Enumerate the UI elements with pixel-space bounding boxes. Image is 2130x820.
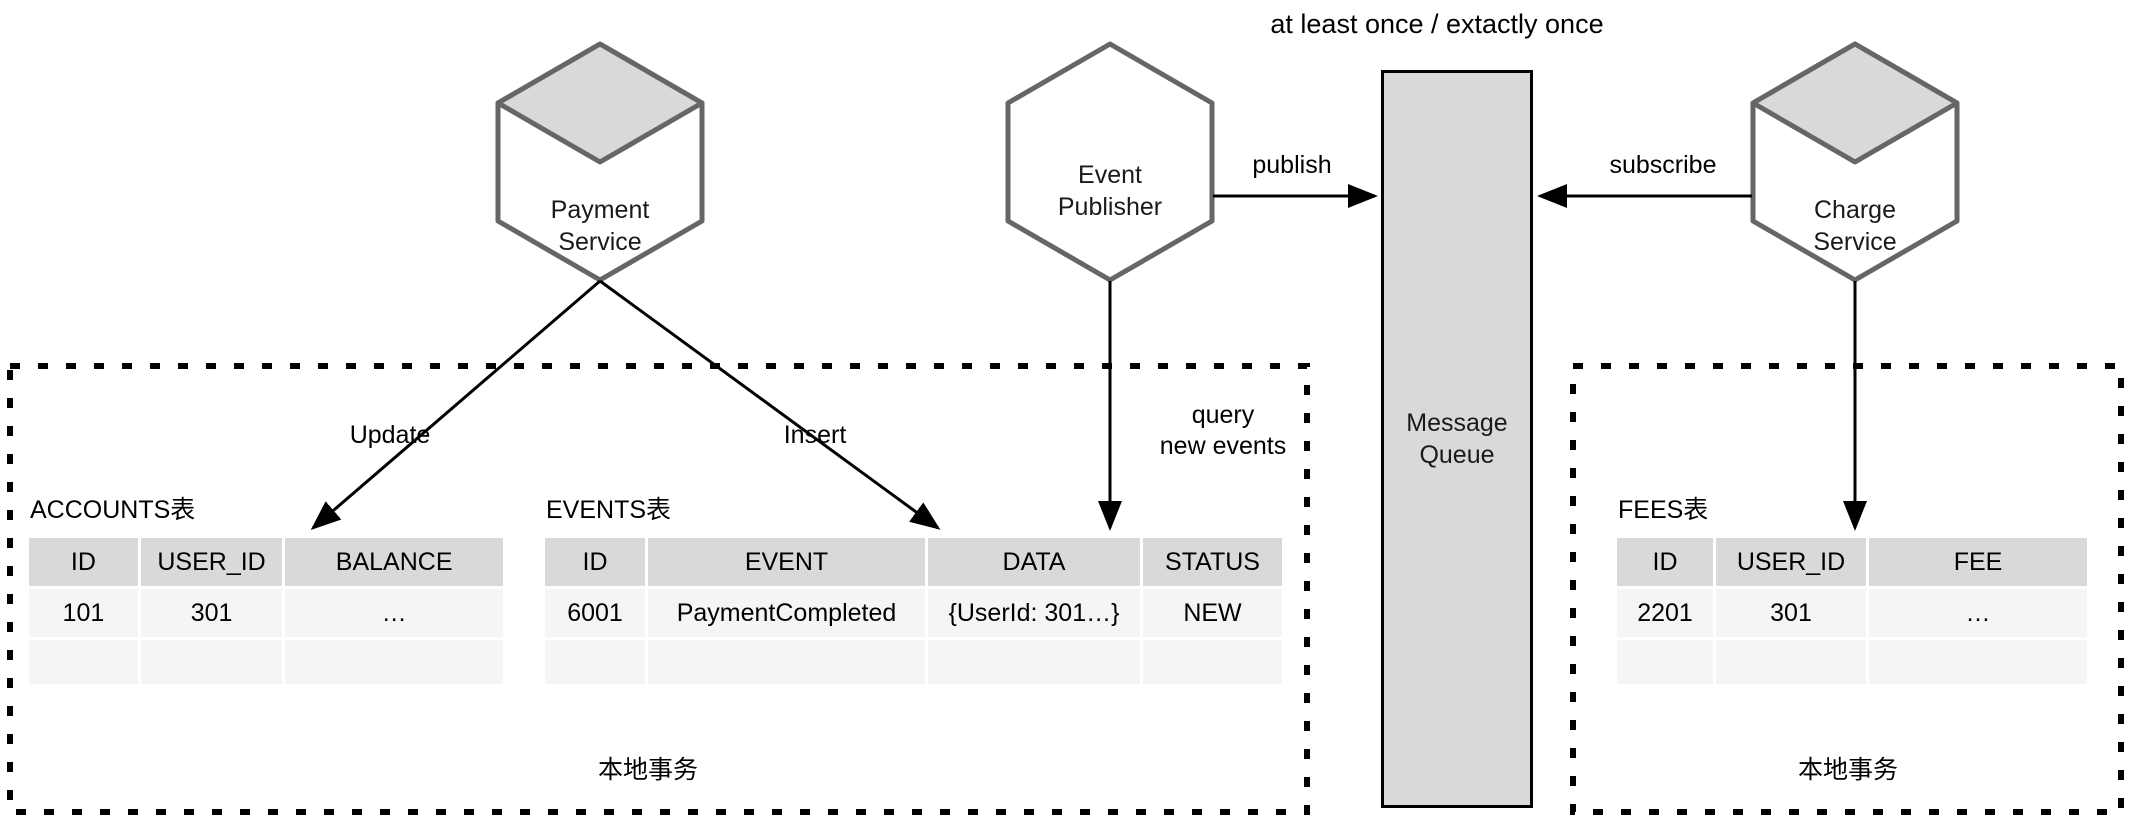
events-cell-id: 6001 [545,589,645,637]
events-cell-status: NEW [1143,589,1282,637]
local-transaction-label-left: 本地事务 [597,756,698,784]
message-queue-label-line2: Queue [1419,441,1495,469]
event-publisher-hexagon[interactable] [1005,41,1215,283]
fees-cell-user-id-empty [1716,640,1866,684]
events-cell-data-empty [928,640,1140,684]
fees-cell-id-empty [1617,640,1713,684]
payment-service-label-line1: Payment [550,196,650,224]
charge-service-node[interactable] [1750,41,1960,283]
events-cell-data: {UserId: 301…} [928,589,1140,637]
payment-service-node[interactable] [495,41,705,283]
charge-service-label-line2: Service [1813,228,1897,256]
event-publisher-label-line2: Publisher [1057,193,1163,221]
fees-cell-fee: … [1869,589,2087,637]
accounts-table-caption: ACCOUNTS表 [30,496,196,524]
payment-service-top-face [495,41,705,165]
message-queue-label: Message Queue [1406,407,1507,472]
edge-label-query-new-events: query new events [1123,400,1323,463]
events-table-caption: EVENTS表 [546,496,672,524]
payment-service-label: Payment Service [498,194,702,258]
local-transaction-boundary-left [7,363,1310,815]
edge-label-query-line2: new events [1159,432,1287,461]
events-col-data: DATA [928,538,1140,586]
edge-label-insert: Insert [783,421,847,449]
edge-label-update: Update [349,421,431,449]
edge-label-subscribe: subscribe [1609,151,1717,179]
events-col-id: ID [545,538,645,586]
accounts-cell-balance: … [285,589,503,637]
table-row [29,640,503,684]
fees-table-caption: FEES表 [1618,496,1709,524]
accounts-cell-user-id: 301 [140,589,283,637]
fees-col-fee: FEE [1869,538,2087,586]
edge-insert-arrow [599,279,941,530]
payment-service-label-line2: Service [558,228,642,256]
table-row: 101 301 … [29,589,503,637]
fees-col-user-id: USER_ID [1716,538,1866,586]
charge-service-label-line1: Charge [1814,196,1896,224]
table-row: 6001 PaymentCompleted {UserId: 301…} NEW [545,589,1282,637]
accounts-cell-id-empty [29,640,138,684]
fees-cell-id: 2201 [1617,589,1713,637]
events-cell-event-empty [648,640,925,684]
accounts-table: ID USER_ID BALANCE 101 301 … [26,535,506,687]
events-cell-status-empty [1143,640,1282,684]
accounts-cell-user-id-empty [140,640,283,684]
accounts-col-id: ID [29,538,138,586]
events-header-row: ID EVENT DATA STATUS [545,538,1282,586]
accounts-header-row: ID USER_ID BALANCE [29,538,503,586]
events-col-status: STATUS [1143,538,1282,586]
events-table: ID EVENT DATA STATUS 6001 PaymentComplet… [542,535,1285,687]
accounts-cell-balance-empty [285,640,503,684]
fees-cell-user-id: 301 [1716,589,1866,637]
table-row [1617,640,2087,684]
fees-col-id: ID [1617,538,1713,586]
table-row [545,640,1282,684]
local-transaction-label-right: 本地事务 [1797,756,1898,784]
events-col-event: EVENT [648,538,925,586]
table-row: 2201 301 … [1617,589,2087,637]
accounts-col-balance: BALANCE [285,538,503,586]
events-cell-event: PaymentCompleted [648,589,925,637]
fees-table: ID USER_ID FEE 2201 301 … [1614,535,2090,687]
page-title: at least once / extactly once [1270,9,1604,39]
edge-update-arrow [310,279,601,530]
charge-service-label: Charge Service [1753,194,1957,258]
fees-header-row: ID USER_ID FEE [1617,538,2087,586]
edge-label-query-line1: query [1191,401,1255,429]
accounts-col-user-id: USER_ID [140,538,283,586]
fees-cell-fee-empty [1869,640,2087,684]
accounts-cell-id: 101 [29,589,138,637]
event-publisher-label: Event Publisher [1008,159,1212,223]
charge-service-top-face [1750,41,1960,165]
local-transaction-boundary-right [1570,363,2124,815]
edge-label-publish: publish [1252,151,1332,179]
message-queue-label-line1: Message [1406,408,1508,437]
message-queue-node[interactable]: Message Queue [1381,70,1533,808]
events-cell-id-empty [545,640,645,684]
event-publisher-label-line1: Event [1078,161,1142,189]
